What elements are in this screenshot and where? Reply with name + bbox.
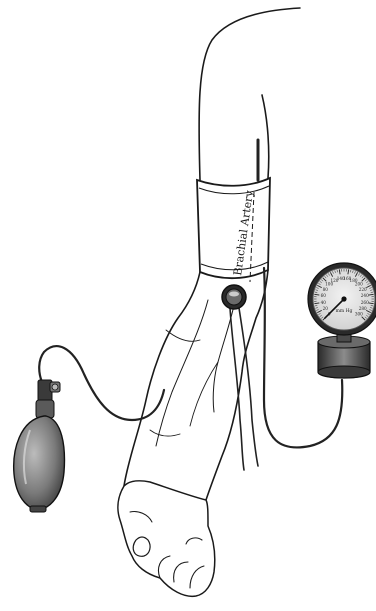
gauge-tick-label: 240	[361, 293, 369, 298]
gauge-unit: mm Hg	[336, 308, 353, 314]
gauge-tick-label: 300	[355, 311, 363, 316]
gauge-tick-label: 60	[321, 293, 327, 298]
stethoscope-tubes	[230, 308, 258, 470]
gauge-tick-label: 40	[321, 300, 327, 305]
gauge-tick-label: 200	[355, 282, 363, 287]
gauge-tick-label: 20	[323, 306, 329, 311]
forearm	[124, 270, 268, 500]
pressure-gauge-icon: 0204060801001201401601802002202402602803…	[308, 263, 376, 378]
inflation-bulb-icon	[14, 380, 65, 512]
upper-arm	[199, 8, 300, 180]
gauge-tick-label: 220	[359, 287, 367, 292]
stethoscope-diaphragm-icon	[222, 285, 246, 309]
gauge-tick-label: 80	[323, 287, 329, 292]
hand-fist	[118, 481, 215, 597]
gauge-pivot	[341, 296, 346, 301]
gauge-tick-label: 260	[361, 300, 369, 305]
gauge-tick-label: 280	[359, 306, 367, 311]
